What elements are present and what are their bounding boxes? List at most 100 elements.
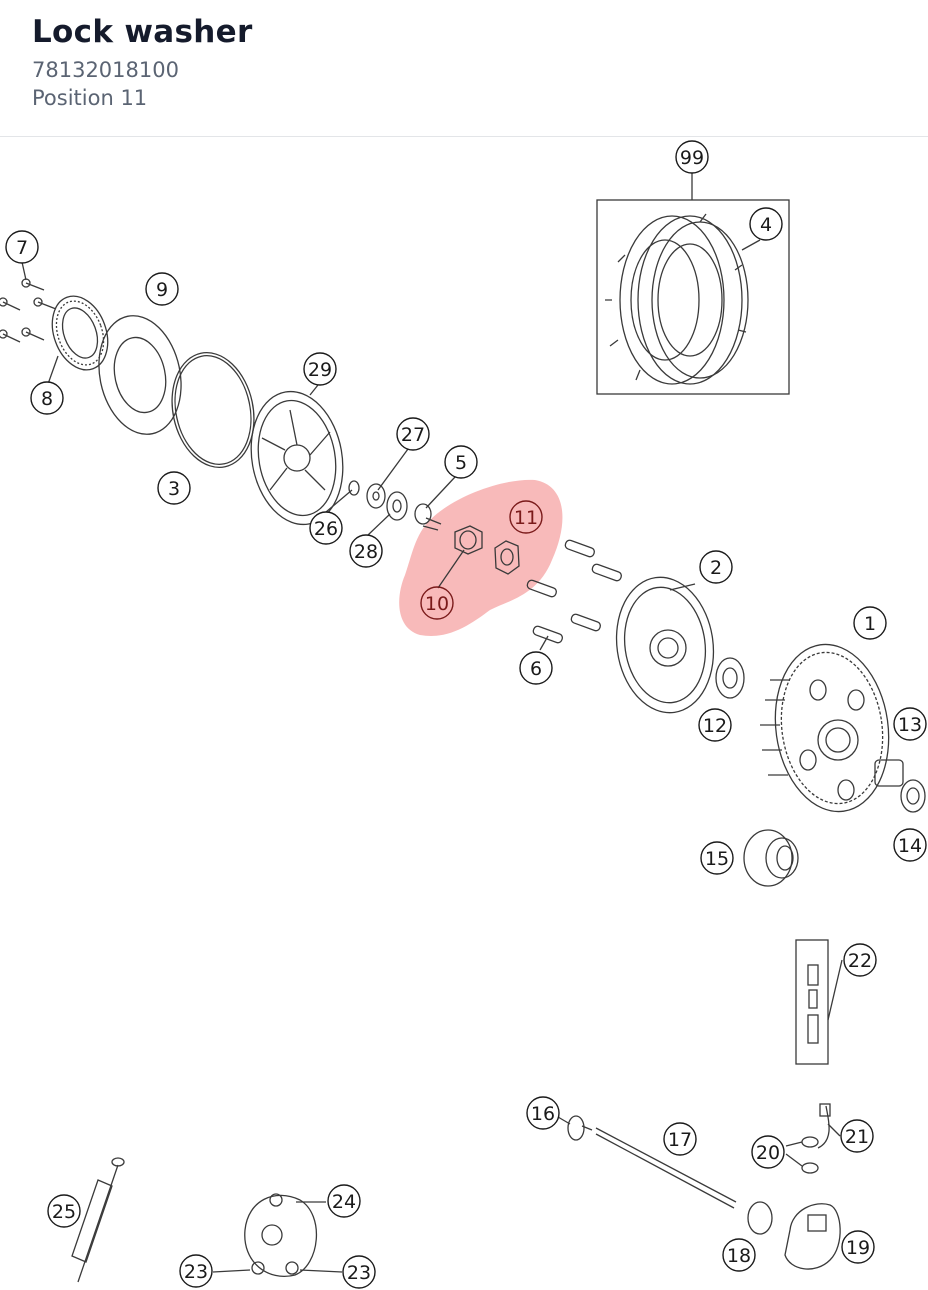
callout-28[interactable]: 28: [349, 534, 383, 568]
callout-number: 6: [530, 658, 542, 680]
callout-circle: [893, 828, 927, 862]
part-header: Lock washer 78132018100 Position 11: [0, 0, 928, 137]
position-label: Position 11: [32, 86, 148, 110]
callout-23b[interactable]: 23: [342, 1255, 376, 1289]
callout-circle: [700, 841, 734, 875]
callout-circle: [30, 381, 64, 415]
callout-circle: [749, 207, 783, 241]
callout-number: 7: [16, 237, 28, 259]
callout-number: 15: [705, 848, 729, 870]
callout-circle: [698, 708, 732, 742]
callout-1[interactable]: 1: [853, 606, 887, 640]
callout-number: 23: [347, 1262, 371, 1284]
callout-circle: [526, 1096, 560, 1130]
callout-7[interactable]: 7: [5, 230, 39, 264]
callout-number: 25: [52, 1201, 76, 1223]
callout-number: 29: [308, 359, 332, 381]
callout-19[interactable]: 19: [841, 1230, 875, 1264]
part-number: 78132018100: [32, 58, 179, 82]
pins-6: [526, 539, 622, 644]
callout-29[interactable]: 29: [303, 352, 337, 386]
callout-number: 14: [898, 835, 922, 857]
callout-circle: [663, 1122, 697, 1156]
callout-number: 2: [710, 557, 722, 579]
leader-lines: [21, 173, 843, 1273]
callout-17[interactable]: 17: [663, 1122, 697, 1156]
callout-number: 24: [332, 1191, 356, 1213]
callout-number: 27: [401, 424, 425, 446]
callout-number: 8: [41, 388, 53, 410]
callout-circle: [853, 606, 887, 640]
callout-6[interactable]: 6: [519, 651, 553, 685]
highlight-region: [399, 479, 563, 636]
callout-circle: [396, 417, 430, 451]
callout-2[interactable]: 2: [699, 550, 733, 584]
callout-circle: [519, 651, 553, 685]
callout-circle: [349, 534, 383, 568]
callout-9[interactable]: 9: [145, 272, 179, 306]
callout-number: 23: [184, 1261, 208, 1283]
callout-number: 12: [703, 715, 727, 737]
plate-set-box: [596, 199, 790, 395]
callout-25[interactable]: 25: [47, 1194, 81, 1228]
bolts-7: [0, 278, 57, 343]
callout-11[interactable]: 11: [509, 500, 543, 534]
callout-13[interactable]: 13: [893, 707, 927, 741]
callout-18[interactable]: 18: [722, 1238, 756, 1272]
callout-circle: [675, 140, 709, 174]
callout-circle: [699, 550, 733, 584]
callout-4[interactable]: 4: [749, 207, 783, 241]
callout-circle: [420, 586, 454, 620]
callout-24[interactable]: 24: [327, 1184, 361, 1218]
callout-number: 1: [864, 613, 876, 635]
callout-number: 5: [455, 452, 467, 474]
callout-5[interactable]: 5: [444, 445, 478, 479]
callout-20[interactable]: 20: [751, 1135, 785, 1169]
callout-circle: [327, 1184, 361, 1218]
callout-number: 18: [727, 1245, 751, 1267]
callout-26[interactable]: 26: [309, 511, 343, 545]
callout-number: 99: [680, 147, 704, 169]
callout-circle: [751, 1135, 785, 1169]
callout-number: 21: [845, 1126, 869, 1148]
callout-number: 17: [668, 1129, 692, 1151]
callout-number: 9: [156, 279, 168, 301]
callout-21[interactable]: 21: [840, 1119, 874, 1153]
callout-number: 16: [531, 1103, 555, 1125]
callout-circle: [342, 1255, 376, 1289]
callout-circle: [145, 272, 179, 306]
callout-circle: [843, 943, 877, 977]
callout-22[interactable]: 22: [843, 943, 877, 977]
callout-14[interactable]: 14: [893, 828, 927, 862]
callout-12[interactable]: 12: [698, 708, 732, 742]
callout-15[interactable]: 15: [700, 841, 734, 875]
callout-circle: [509, 500, 543, 534]
callout-number: 28: [354, 541, 378, 563]
callout-number: 26: [314, 518, 338, 540]
callout-16[interactable]: 16: [526, 1096, 560, 1130]
callout-circle: [47, 1194, 81, 1228]
callout-99[interactable]: 99: [675, 140, 709, 174]
page-title: Lock washer: [32, 14, 253, 50]
callout-23a[interactable]: 23: [179, 1254, 213, 1288]
callout-circle: [5, 230, 39, 264]
callout-number: 22: [848, 950, 872, 972]
callout-number: 10: [425, 593, 449, 615]
callout-8[interactable]: 8: [30, 381, 64, 415]
callout-number: 4: [760, 214, 772, 236]
callout-circle: [179, 1254, 213, 1288]
callout-circle: [157, 471, 191, 505]
callout-circle: [722, 1238, 756, 1272]
callout-number: 13: [898, 714, 922, 736]
callout-3[interactable]: 3: [157, 471, 191, 505]
callout-circle: [309, 511, 343, 545]
callout-number: 20: [756, 1142, 780, 1164]
callout-number: 3: [168, 478, 180, 500]
callout-circle: [893, 707, 927, 741]
callout-circle: [840, 1119, 874, 1153]
callout-circle: [444, 445, 478, 479]
callout-27[interactable]: 27: [396, 417, 430, 451]
callout-10[interactable]: 10: [420, 586, 454, 620]
